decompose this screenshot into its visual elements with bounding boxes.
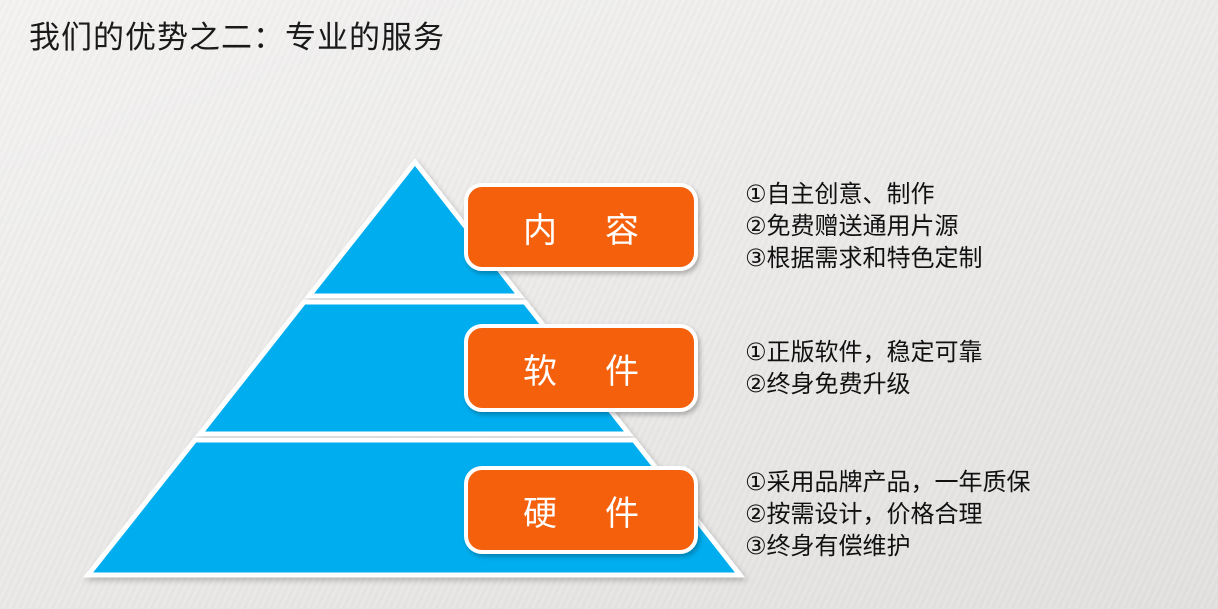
tier-label-software: 软 件: [523, 352, 646, 391]
note-line: ①采用品牌产品，一年质保: [745, 469, 1031, 496]
tier-label-box-hardware: 硬 件: [464, 466, 698, 554]
tier-label-content: 内 容: [523, 211, 646, 250]
note-line: ③根据需求和特色定制: [745, 245, 983, 272]
tier-notes-content: ①自主创意、制作 ②免费赠送通用片源 ③根据需求和特色定制: [745, 179, 983, 275]
tier-label-box-content: 内 容: [464, 183, 698, 271]
tier-notes-software: ①正版软件，稳定可靠 ②终身免费升级: [745, 337, 983, 401]
note-line: ③终身有偿维护: [745, 533, 911, 560]
note-line: ②免费赠送通用片源: [745, 213, 959, 240]
note-line: ①自主创意、制作: [745, 181, 935, 208]
tier-label-box-software: 软 件: [464, 324, 698, 412]
note-line: ①正版软件，稳定可靠: [745, 339, 983, 366]
note-line: ②按需设计，价格合理: [745, 501, 983, 528]
page-title: 我们的优势之二：专业的服务: [29, 20, 445, 55]
note-line: ②终身免费升级: [745, 371, 911, 398]
tier-label-hardware: 硬 件: [523, 494, 646, 533]
tier-notes-hardware: ①采用品牌产品，一年质保 ②按需设计，价格合理 ③终身有偿维护: [745, 467, 1031, 563]
